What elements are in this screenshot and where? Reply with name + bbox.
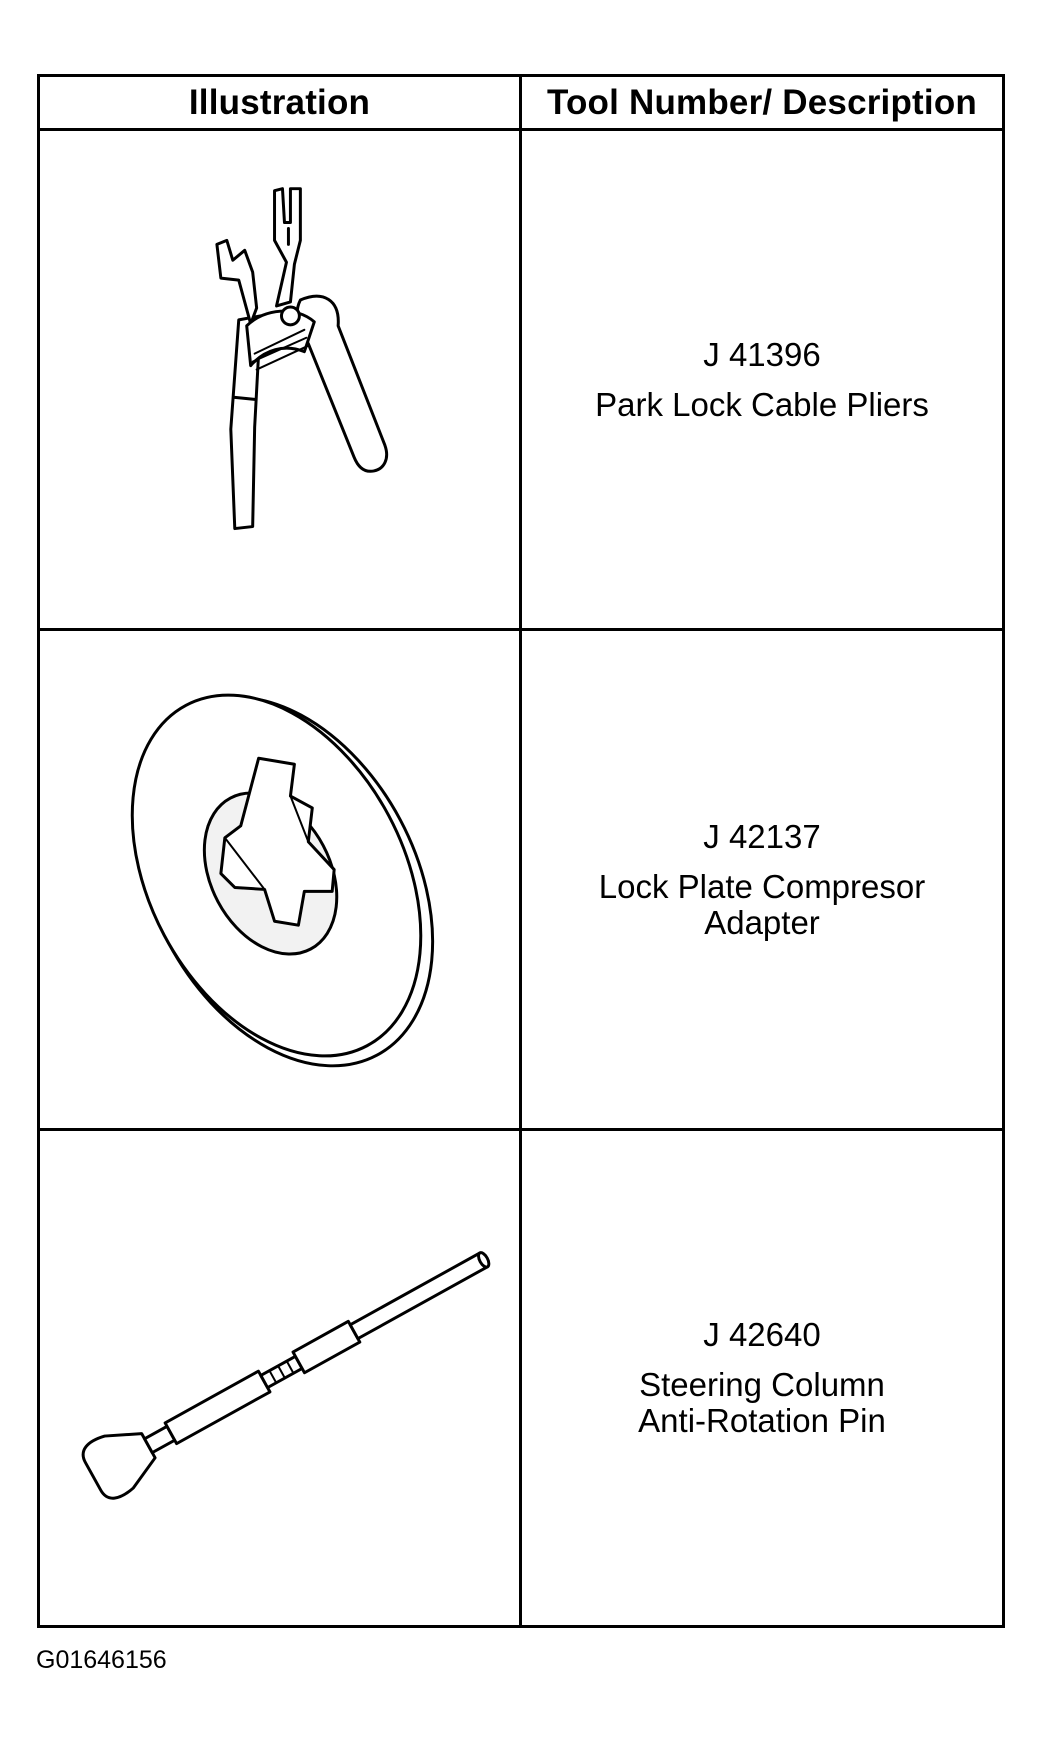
anti-rotation-pin-icon [81, 1251, 491, 1500]
illustration-cell-2 [40, 631, 522, 1131]
tool-description-2-line-2: Adapter [704, 903, 820, 941]
tool-number-3: J 42640 [703, 1316, 821, 1353]
header-illustration-label: Illustration [188, 82, 371, 122]
tool-number-2: J 42137 [703, 817, 821, 855]
tool-description-2-line-1: Lock Plate Compresor [598, 867, 926, 905]
figure-id: G01646156 [36, 1646, 167, 1674]
lock-plate-adapter-icon [130, 693, 435, 1068]
description-cell-2: J 42137 Lock Plate Compresor Adapter [522, 631, 1002, 1131]
header-illustration: Illustration [40, 77, 522, 131]
illustration-cell-1 [40, 131, 522, 631]
description-cell-1: J 41396 Park Lock Cable Pliers [522, 131, 1002, 631]
pliers-icon [215, 187, 389, 531]
header-description-label: Tool Number/ Description [546, 82, 977, 122]
header-description: Tool Number/ Description [522, 77, 1002, 131]
description-cell-3: J 42640 Steering Column Anti-Rotation Pi… [522, 1131, 1002, 1625]
tool-description-1-line-1: Park Lock Cable Pliers [595, 385, 929, 423]
illustration-cell-3 [40, 1131, 522, 1625]
tool-description-3-line-2: Anti-Rotation Pin [638, 1402, 886, 1439]
tool-number-1: J 41396 [703, 335, 821, 373]
tool-description-3-line-1: Steering Column [639, 1366, 885, 1403]
tool-table: Illustration Tool Number/ Description J … [37, 74, 1005, 1628]
